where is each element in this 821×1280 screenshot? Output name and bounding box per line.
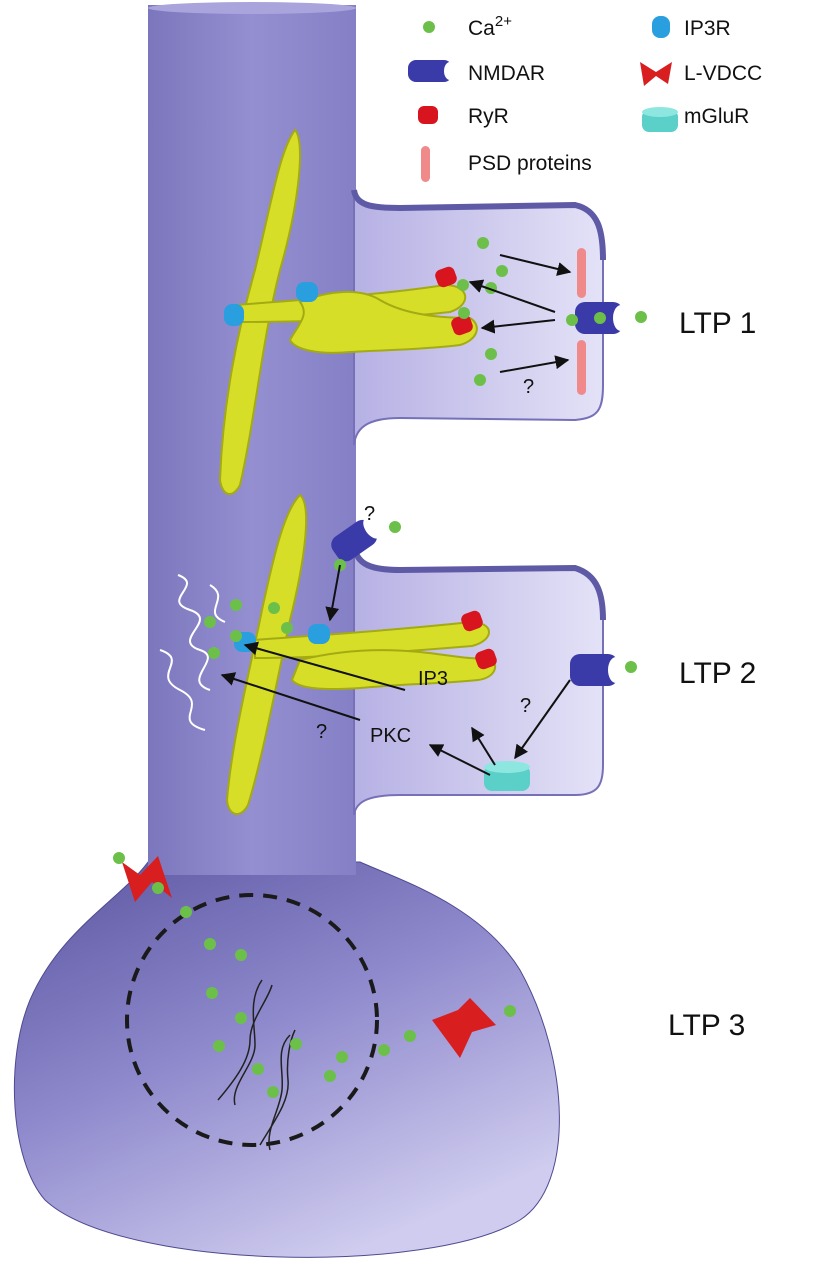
legend-psd-icon [421, 146, 430, 182]
calcium-ion [208, 647, 220, 659]
arrow [514, 679, 571, 760]
legend-mglur-label: mGluR [684, 105, 749, 128]
legend-calcium-icon [423, 21, 435, 33]
legend: Ca2+ NMDAR RyR PSD proteins IP3R L-VDCC … [408, 13, 762, 182]
calcium-ion [496, 265, 508, 277]
arrow [471, 726, 496, 766]
mglur [484, 761, 530, 791]
legend-mglur-icon [642, 107, 678, 132]
psd-proteins [577, 248, 586, 395]
calcium-ions [113, 237, 647, 1098]
calcium-ion [235, 1012, 247, 1024]
arrow [480, 319, 556, 334]
lvdcc [432, 998, 496, 1058]
ryr [461, 610, 483, 632]
nucleus [125, 893, 379, 1147]
calcium-ion [268, 602, 280, 614]
calcium-ion [235, 949, 247, 961]
ryr [451, 314, 473, 336]
calcium-ion [477, 237, 489, 249]
psd-protein [577, 248, 586, 298]
calcium-ion [485, 348, 497, 360]
calcium-ion [113, 852, 125, 864]
calcium-ion [378, 1044, 390, 1056]
ip3-label: IP3 [418, 668, 448, 690]
calcium-ion [625, 661, 637, 673]
arrow [220, 672, 361, 721]
calcium-ion [324, 1070, 336, 1082]
calcium-ion [252, 1063, 264, 1075]
calcium-ion [504, 1005, 516, 1017]
calcium-ion [230, 630, 242, 642]
spine-1-rim [351, 189, 606, 261]
calcium-ion [404, 1030, 416, 1042]
pkc-label: PKC [370, 725, 411, 747]
ip3r [224, 304, 244, 326]
legend-calcium-label: Ca2+ [468, 13, 512, 40]
shaft-top [148, 2, 356, 14]
question-mark: ? [520, 695, 531, 717]
er-2 [225, 493, 497, 815]
nmdar-spine-2 [570, 654, 624, 686]
ltp1-label: LTP 1 [679, 307, 756, 340]
calcium-ion [152, 882, 164, 894]
arrow [243, 641, 406, 691]
legend-psd-label: PSD proteins [468, 152, 592, 175]
arrow [428, 744, 491, 776]
ltp2-label: LTP 2 [679, 657, 756, 690]
legend-ryr-label: RyR [468, 105, 509, 128]
calcium-ion [389, 521, 401, 533]
nmdar-shaft [331, 517, 382, 562]
ip3r [308, 624, 330, 644]
calcium-ion [204, 938, 216, 950]
legend-ip3r-icon [652, 16, 670, 38]
legend-ryr-icon [418, 106, 438, 124]
lvdcc [122, 856, 172, 902]
calcium-ion [594, 312, 606, 324]
calcium-ion [213, 1040, 225, 1052]
calcium-ion [267, 1086, 279, 1098]
question-mark: ? [316, 721, 327, 743]
arrow [499, 254, 572, 276]
legend-ip3r-label: IP3R [684, 17, 731, 40]
arrow [499, 355, 570, 373]
soma [13, 861, 560, 1258]
lvdcc-channels [122, 856, 496, 1058]
ryr-channels [435, 266, 497, 670]
question-mark: ? [523, 376, 534, 398]
calcium-ion [457, 279, 469, 291]
calcium-ion [474, 374, 486, 386]
er-1 [218, 128, 478, 495]
squiggles [159, 574, 226, 731]
calcium-ion [230, 599, 242, 611]
psd-protein [577, 340, 586, 395]
calcium-ion [635, 311, 647, 323]
legend-lvdcc-label: L-VDCC [684, 62, 762, 85]
spine-2-rim [351, 544, 606, 621]
calcium-ion [281, 622, 293, 634]
question-mark: ? [364, 503, 375, 525]
calcium-ion [204, 616, 216, 628]
ip3r [296, 282, 318, 302]
legend-nmdar-icon [408, 60, 456, 82]
legend-lvdcc-icon [640, 62, 672, 86]
calcium-ion [206, 987, 218, 999]
arrows [220, 254, 572, 776]
calcium-ion [566, 314, 578, 326]
calcium-ion [180, 906, 192, 918]
ryr [435, 266, 457, 288]
calcium-ion [458, 307, 470, 319]
arrow [468, 279, 556, 313]
ryr [475, 648, 497, 670]
legend-nmdar-label: NMDAR [468, 62, 545, 85]
arrow [325, 564, 341, 622]
ltp3-label: LTP 3 [668, 1009, 745, 1042]
calcium-ion [290, 1038, 302, 1050]
calcium-ion [336, 1051, 348, 1063]
